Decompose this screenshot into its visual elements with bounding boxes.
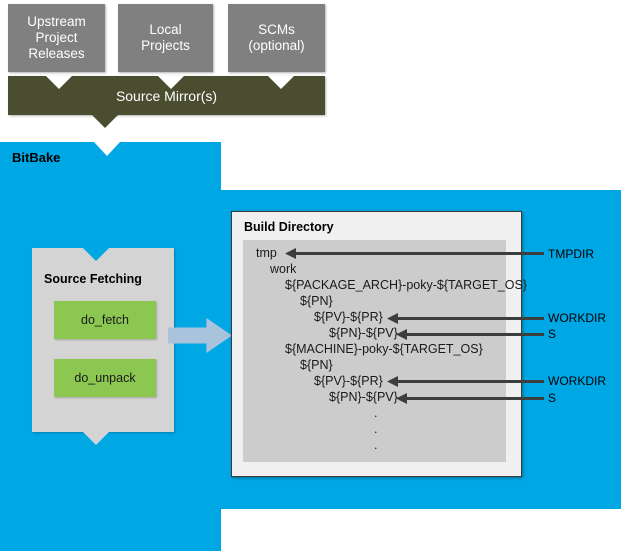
inflow-notch-icon (83, 248, 109, 261)
callout-arrowhead-icon (396, 393, 407, 404)
callout-arrowhead-icon (387, 376, 398, 387)
tree-ellipsis-dot: . (374, 406, 378, 420)
bitbake-label: BitBake (12, 150, 61, 165)
callout-line-tmpdir (292, 252, 544, 255)
callout-line-workdir-upper (394, 317, 544, 320)
outflow-notch-icon (92, 115, 118, 128)
inflow-notch-icon (268, 76, 294, 89)
callout-label-tmpdir: TMPDIR (548, 247, 594, 261)
callout-label-workdir-upper: WORKDIR (548, 311, 606, 325)
tree-node-pn-2: ${PN} (300, 358, 333, 372)
task-box-do-unpack[interactable]: do_unpack (54, 359, 156, 397)
task-box-do-fetch[interactable]: do_fetch (54, 301, 156, 339)
tree-node-work: work (270, 262, 297, 276)
task-label: do_unpack (74, 371, 136, 385)
source-mirror-bar: Source Mirror(s) (8, 76, 325, 128)
callout-label-workdir-lower: WORKDIR (548, 374, 606, 388)
source-fetching-panel: Source Fetching do_fetch do_unpack (32, 248, 174, 445)
source-box-scms-optional: SCMs(optional) (228, 4, 325, 72)
inflow-notch-icon (46, 76, 72, 89)
callout-line-workdir-lower (394, 380, 544, 383)
build-directory-title: Build Directory (244, 220, 334, 234)
callout-label-s-lower: S (548, 391, 557, 405)
tree-node-tmp: tmp (256, 246, 277, 260)
callout-arrowhead-icon (285, 248, 296, 259)
callout-arrowhead-icon (387, 313, 398, 324)
callout-label-s-upper: S (548, 327, 557, 341)
tree-node-pn-1: ${PN} (300, 294, 333, 308)
source-box-label: SCMs(optional) (248, 22, 305, 53)
tree-ellipsis-dot: . (374, 438, 378, 452)
source-fetching-title: Source Fetching (44, 272, 142, 286)
tree-node-pn-pv-1: ${PN}-${PV} (329, 326, 398, 340)
callout-line-s-lower (403, 397, 544, 400)
source-mirror-label: Source Mirror(s) (115, 87, 218, 104)
tree-node-pv-pr-1: ${PV}-${PR} (314, 310, 383, 324)
callout-arrowhead-icon (396, 329, 407, 340)
callout-line-s-upper (403, 333, 544, 336)
tree-node-package-arch-dir: ${PACKAGE_ARCH}-poky-${TARGET_OS} (285, 278, 527, 292)
task-label: do_fetch (81, 313, 129, 327)
build-directory-panel: Build Directory tmp work ${PACKAGE_ARCH}… (231, 211, 527, 477)
build-directory-tree: tmp work ${PACKAGE_ARCH}-poky-${TARGET_O… (243, 240, 527, 462)
tree-node-machine-dir: ${MACHINE}-poky-${TARGET_OS} (285, 342, 483, 356)
tree-node-pv-pr-2: ${PV}-${PR} (314, 374, 383, 388)
tree-node-pn-pv-2: ${PN}-${PV} (329, 390, 398, 404)
tree-ellipsis-dot: . (374, 422, 378, 436)
